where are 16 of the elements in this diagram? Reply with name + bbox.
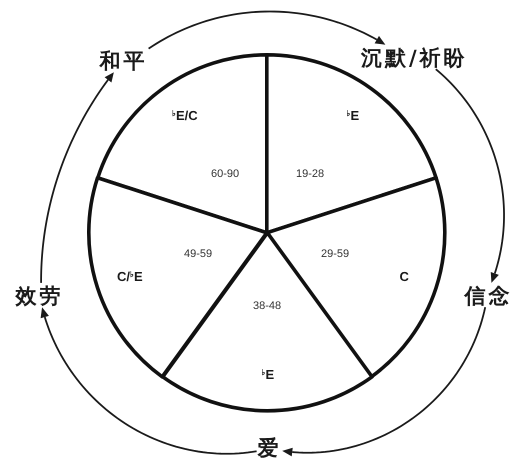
key-label: C <box>399 270 409 286</box>
key-label: $^{♭}$E/C <box>172 109 198 124</box>
range-label: 60-90 <box>210 168 240 182</box>
range-label: 19-28 <box>296 168 324 182</box>
range-label: 29-59 <box>320 248 350 262</box>
stage-label: 爱 <box>258 436 282 459</box>
stage-label: 信念 <box>464 284 512 307</box>
stage-label: 效劳 <box>16 284 64 307</box>
key-label: C/$^{♭}$E <box>116 270 143 286</box>
key-label: $^{♭}$E <box>261 368 274 384</box>
pie-sector <box>160 230 374 412</box>
range-label: 38-48 <box>252 300 282 314</box>
range-label: 49-59 <box>184 248 212 262</box>
key-label: $^{♭}$E <box>346 109 360 124</box>
stage-label: 和平 <box>100 48 148 72</box>
stage-label: 沉默/祈盼 <box>361 46 468 69</box>
